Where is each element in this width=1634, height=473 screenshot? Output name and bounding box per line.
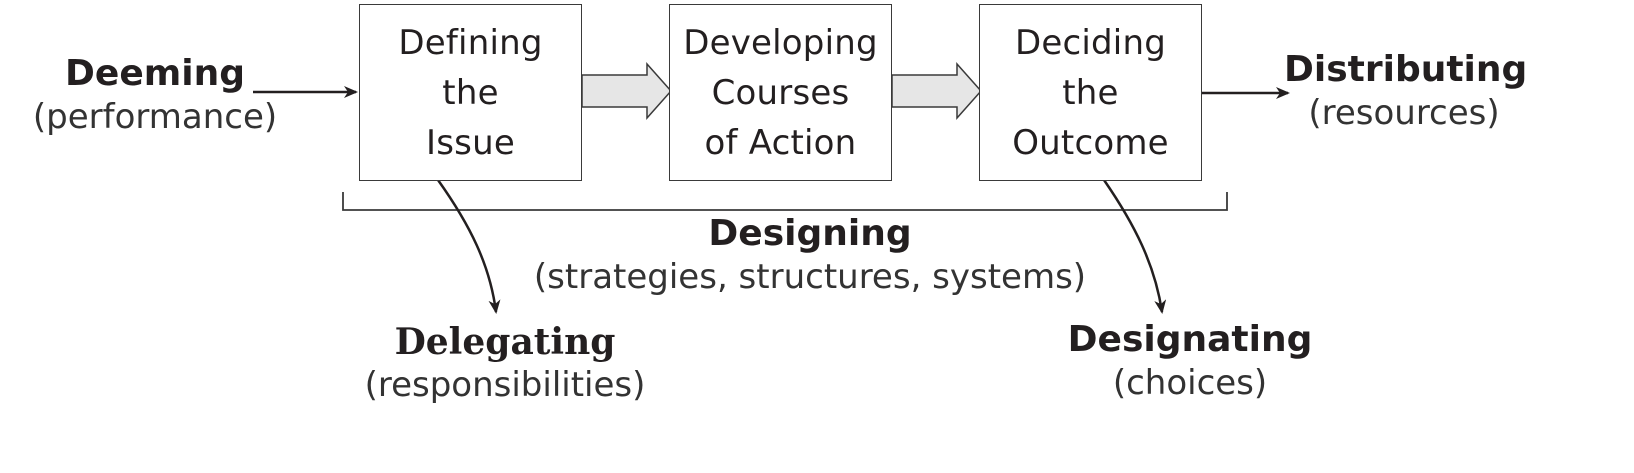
branch-right-subtitle: (choices) [1112,363,1268,403]
output-subtitle: (resources) [1308,93,1500,133]
bracket-label-designing: Designing (strategies, structures, syste… [500,212,1120,298]
designating-arrow [1102,179,1167,314]
output-label-distributing: Distributing (resources) [1284,48,1528,134]
bracket-title: Designing [708,213,912,254]
input-subtitle: (performance) [32,97,278,137]
step-deciding-the-outcome: Deciding the Outcome [979,4,1202,181]
delegating-arrow [436,179,501,314]
bracket-subtitle: (strategies, structures, systems) [533,257,1087,297]
step-label: Defining the Issue [398,22,543,163]
input-title: Deeming [65,53,245,94]
step-developing-courses-of-action: Developing Courses of Action [669,4,892,181]
step-label: Developing Courses of Action [683,22,878,163]
step-defining-the-issue: Defining the Issue [359,4,582,181]
step-label: Deciding the Outcome [1012,22,1169,163]
output-title: Distributing [1284,49,1528,90]
branch-left-subtitle: (responsibilities) [364,365,646,405]
input-label-deeming: Deeming (performance) [24,52,286,138]
designing-bracket [342,192,1228,211]
branch-left-title: Delegating [394,321,616,363]
block-arrow-1 [581,62,673,120]
block-arrow-2 [891,62,983,120]
branch-right-title: Designating [1067,319,1313,360]
branch-label-delegating: Delegating (responsibilities) [350,320,660,406]
branch-label-designating: Designating (choices) [1060,318,1320,404]
